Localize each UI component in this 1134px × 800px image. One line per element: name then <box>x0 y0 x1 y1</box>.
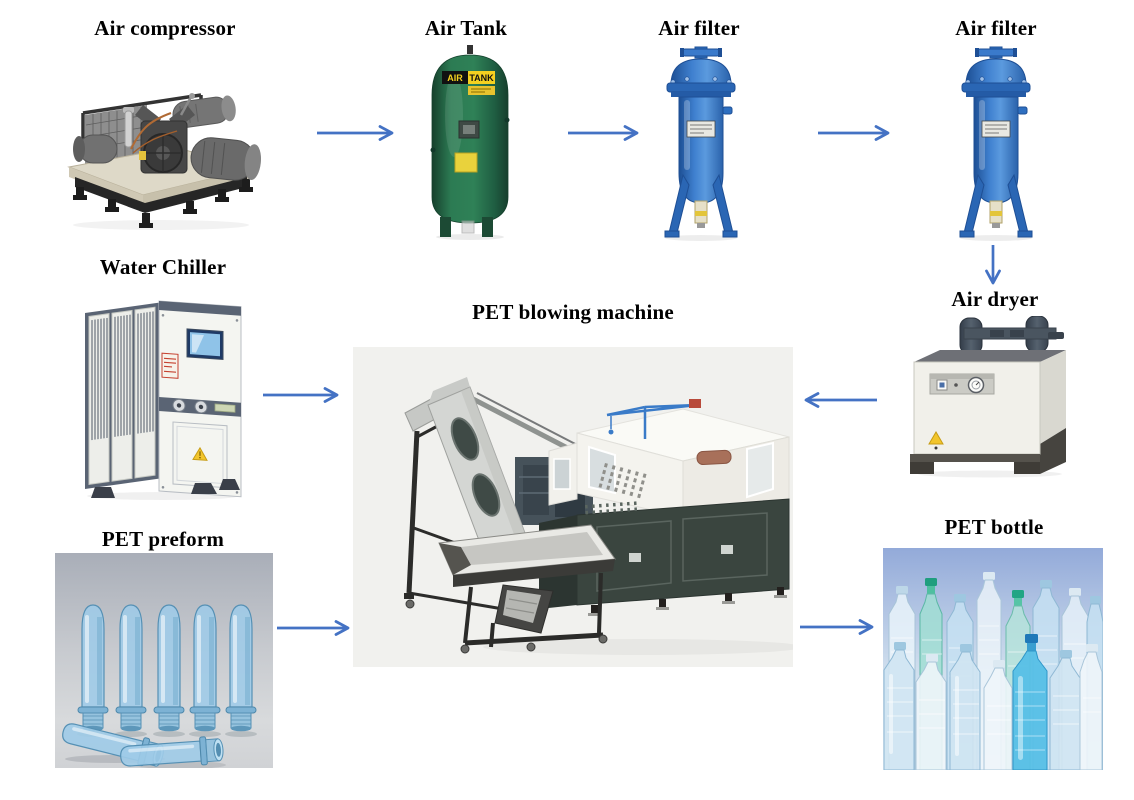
label-air-dryer: Air dryer <box>951 287 1039 311</box>
dryer-side-face <box>1040 350 1066 444</box>
compressor-left-motor <box>73 134 118 164</box>
dryer-warning-triangle-icon <box>928 431 944 450</box>
filter-side-port <box>722 106 733 115</box>
label-pet-bottle: PET bottle <box>944 515 1044 539</box>
air-dryer-image <box>910 316 1066 478</box>
chiller-spec-sticker <box>161 352 179 379</box>
label-air-compressor: Air compressor <box>94 16 236 40</box>
elevator-window-2 <box>471 473 501 517</box>
label-water-chiller: Water Chiller <box>99 255 227 279</box>
chiller-feet <box>91 479 240 498</box>
bottle-vivid-blue <box>1012 634 1048 770</box>
tank-gauge-plate <box>458 120 480 139</box>
filter-legs <box>664 173 738 238</box>
machine-discharge-chute <box>494 584 554 634</box>
pet-bottle-image <box>883 548 1103 770</box>
tank-legs <box>440 217 493 237</box>
pet-blowing-machine-image <box>353 347 793 667</box>
svg-text:AIR: AIR <box>447 73 463 83</box>
cabinet-door-2 <box>682 512 768 582</box>
filter-name-plate <box>686 120 716 138</box>
bottle-group-front-row <box>883 634 1103 770</box>
machine-crane-arm <box>606 403 698 439</box>
warning-triangle-icon <box>192 446 208 461</box>
chiller-front-panel <box>158 300 242 498</box>
label-pet-blowing-machine: PET blowing machine <box>472 300 674 324</box>
compressor-copper-pipe <box>130 112 172 150</box>
filter-top-pipe <box>680 46 722 59</box>
chiller-screen <box>186 328 224 361</box>
label-air-filter-1: Air filter <box>658 16 740 40</box>
dryer-control-panel <box>929 373 995 395</box>
machine-window-right <box>746 441 774 499</box>
air-filter-1-image <box>664 46 738 241</box>
compressor-filter-tube <box>124 110 133 148</box>
air-tank-image: AIR TANK <box>430 45 510 240</box>
tank-name-plate <box>454 152 478 173</box>
compressor-main-motor <box>190 137 262 181</box>
water-chiller-image <box>85 300 242 500</box>
machine-base-frame <box>404 572 608 654</box>
elevator-window-1 <box>450 417 480 461</box>
machine-preform-elevator <box>404 377 526 611</box>
machine-crane-motor <box>689 399 701 408</box>
preform-lying-2 <box>120 736 224 767</box>
pet-preform-image <box>55 553 273 768</box>
filter-flange <box>666 76 736 97</box>
compressor-pump-block <box>135 105 195 174</box>
compressor-feet <box>73 179 253 228</box>
chiller-control-band <box>159 397 241 417</box>
cabinet-vent-dots <box>585 501 638 515</box>
svg-text:TANK: TANK <box>469 73 494 83</box>
preform-standing-row <box>77 604 257 737</box>
cabinet-feet <box>588 587 787 616</box>
air-compressor-image <box>67 93 262 230</box>
machine-copper-roller <box>696 449 732 466</box>
dryer-top-cylinders <box>959 316 1064 355</box>
filter-drain <box>694 200 708 228</box>
chiller-vent-panels <box>85 302 159 489</box>
label-air-tank: Air Tank <box>424 16 508 40</box>
air-filter-2-image <box>959 46 1033 241</box>
label-air-filter-2: Air filter <box>955 16 1037 40</box>
dryer-top-face <box>914 350 1066 362</box>
tank-badge: AIR TANK <box>442 71 495 95</box>
machine-hopper-table <box>438 524 616 587</box>
label-pet-preform: PET preform <box>101 527 225 551</box>
machine-vent-grid <box>598 463 647 499</box>
dryer-base <box>910 454 1040 474</box>
machine-window-left <box>588 445 616 495</box>
machine-upper-enclosure <box>576 408 790 518</box>
chiller-door <box>172 421 228 489</box>
machine-left-panel <box>548 442 578 506</box>
tank-valve <box>467 45 473 54</box>
